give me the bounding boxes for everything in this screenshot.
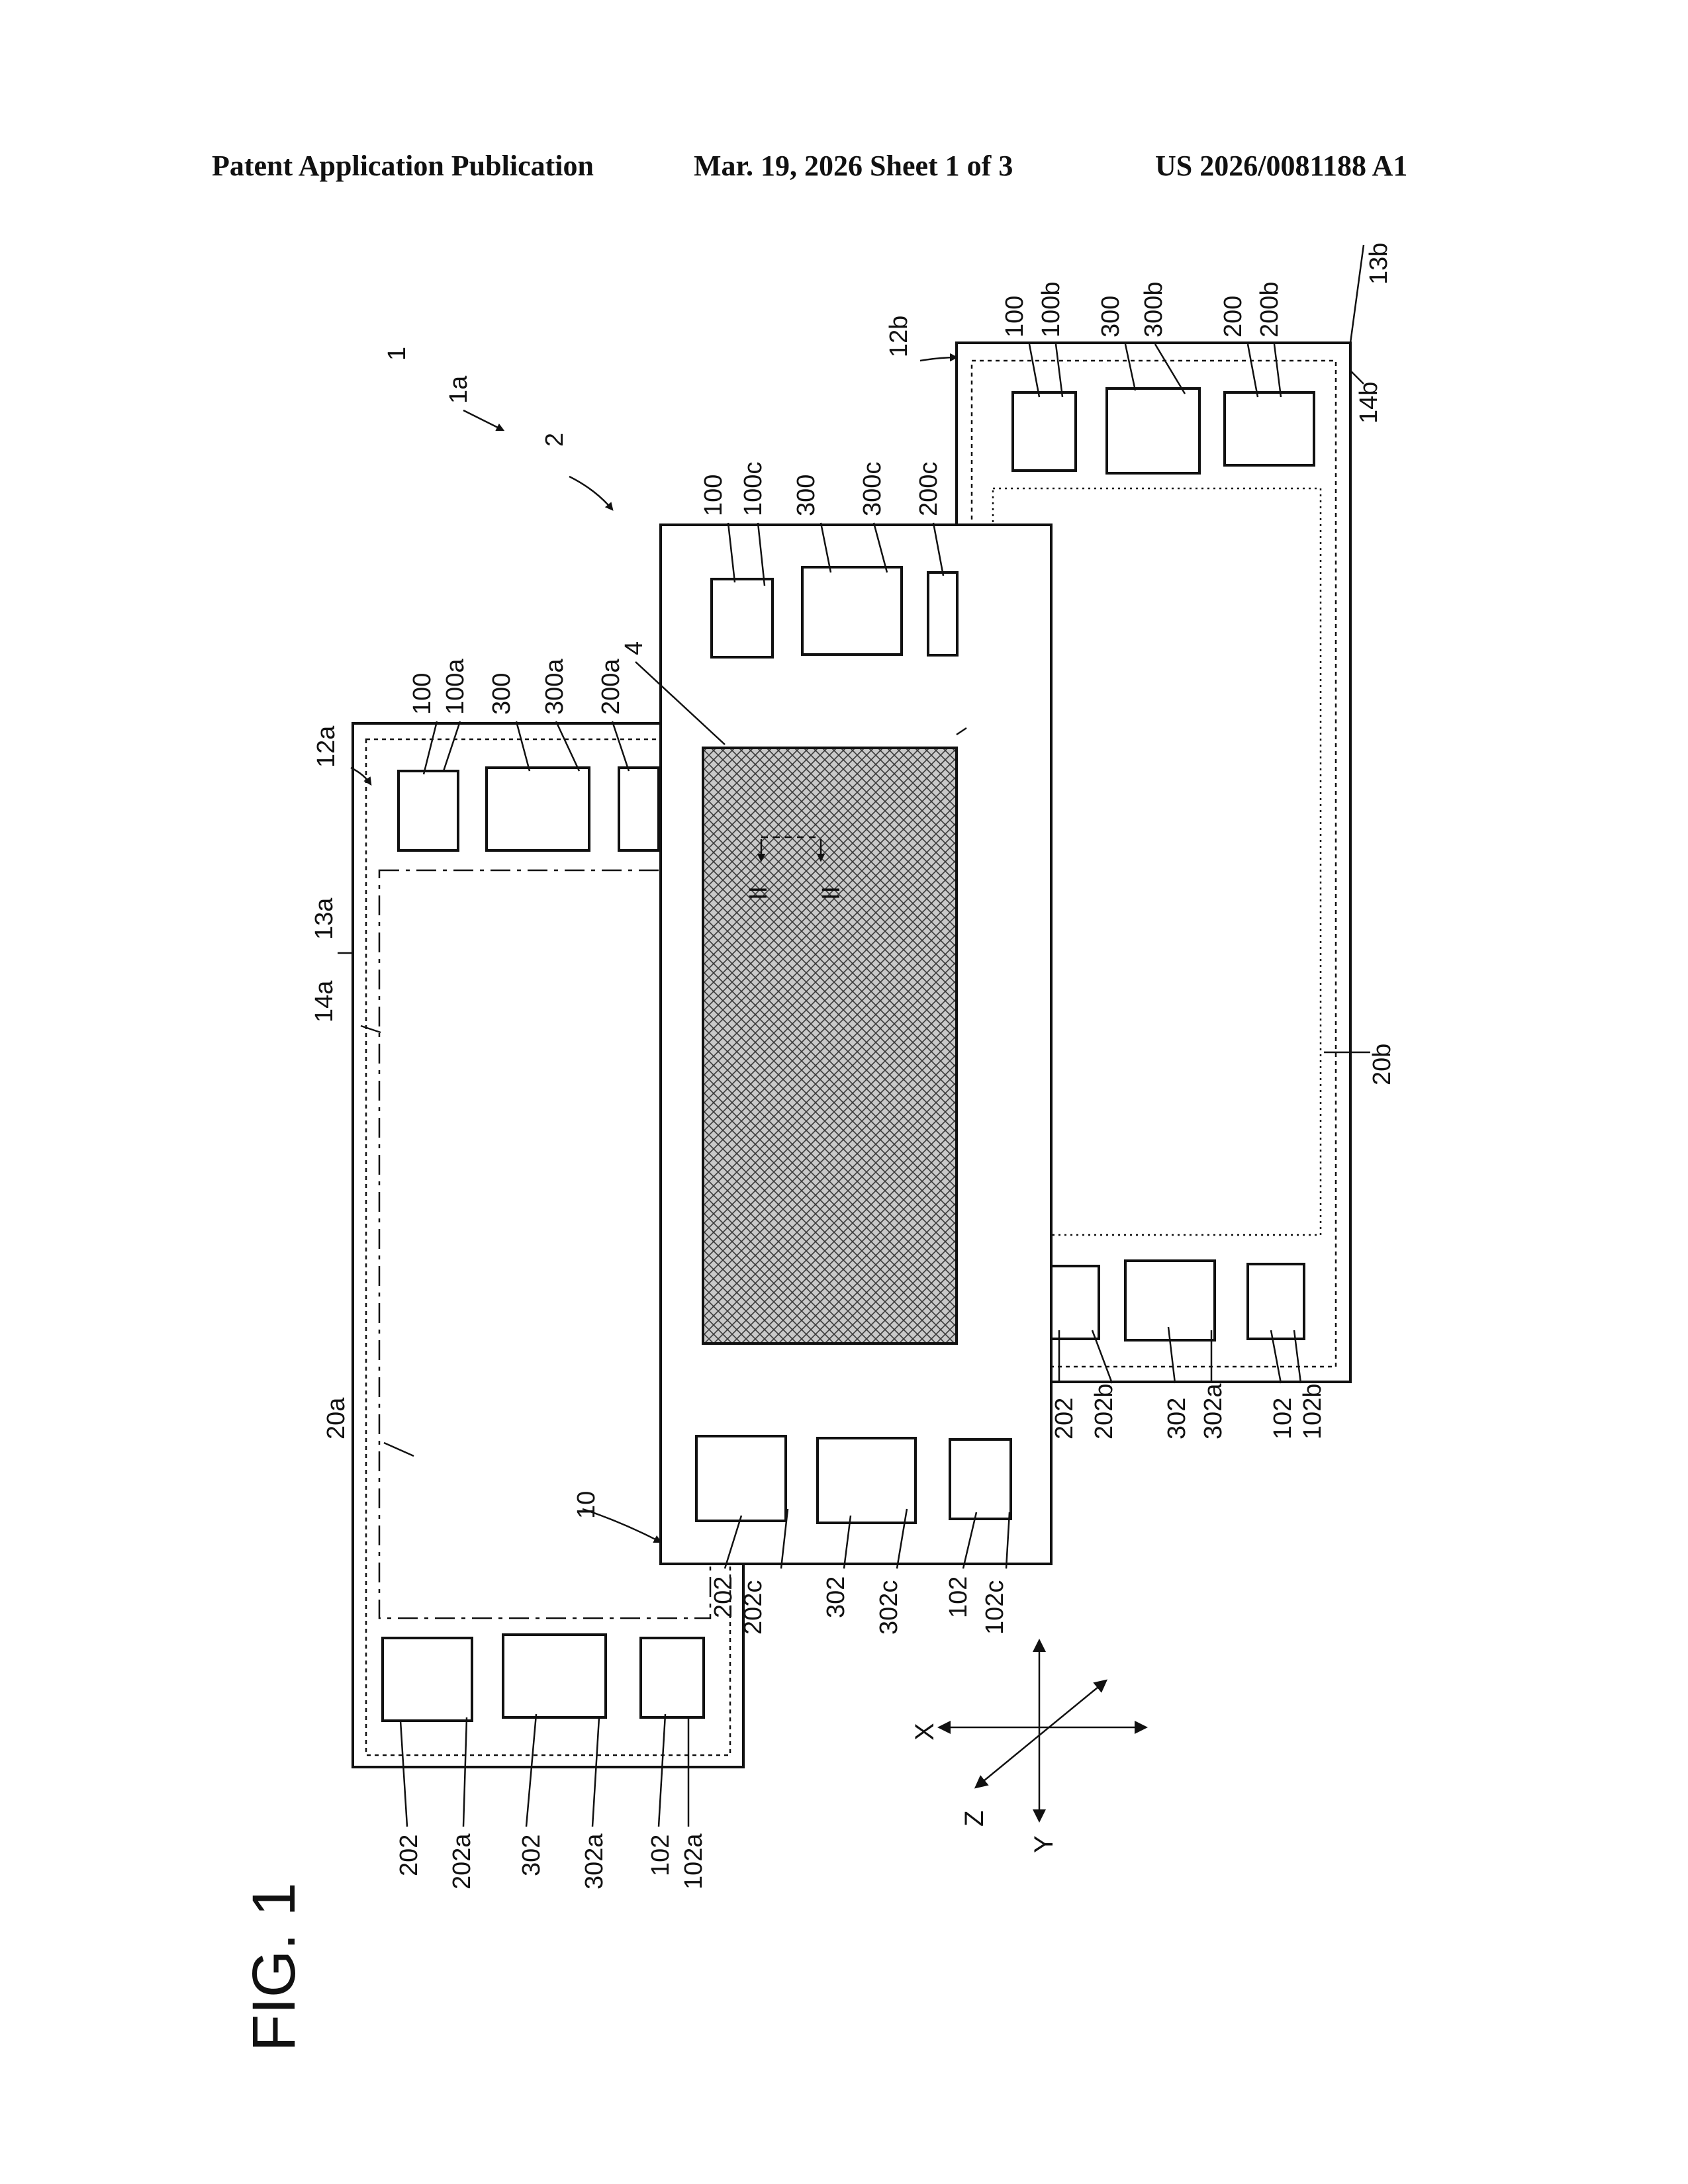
component-100c: [712, 579, 773, 657]
ref-302c: 302c: [875, 1580, 903, 1635]
ref-20a: 20a: [322, 1397, 350, 1439]
section-marker-right: II: [818, 886, 845, 900]
ref-302-mid: 302: [822, 1576, 850, 1618]
ref-202-right: 202: [1051, 1398, 1078, 1439]
axis-label-x: X: [910, 1723, 939, 1741]
axis-label-z: Z: [960, 1811, 989, 1827]
header-date-sheet: Mar. 19, 2026 Sheet 1 of 3: [694, 150, 1013, 182]
ref-14b: 14b: [1355, 382, 1383, 424]
ref-200b: 200b: [1256, 281, 1284, 338]
component-302b: [1125, 1261, 1215, 1340]
ref-102c: 102c: [981, 1580, 1009, 1635]
ref-2: 2: [541, 433, 569, 447]
component-302c: [818, 1438, 915, 1523]
ref-12a: 12a: [312, 725, 340, 768]
ref-12b: 12b: [885, 316, 913, 357]
figure-label: FIG. 1: [240, 1882, 308, 2052]
component-200c: [928, 572, 957, 655]
component-200a: [619, 768, 659, 850]
ref-300a: 300a: [541, 659, 569, 715]
ref-14a: 14a: [310, 980, 338, 1023]
ref-202b: 202b: [1090, 1383, 1118, 1439]
ref-1a: 1a: [445, 375, 473, 404]
ref-100c: 100c: [739, 462, 767, 516]
component-100a: [399, 771, 458, 850]
ref-4: 4: [620, 641, 648, 655]
ref-202-mid: 202: [710, 1576, 737, 1618]
ref-200a: 200a: [597, 659, 625, 715]
ref-300-left: 300: [488, 673, 516, 715]
ref-100-left: 100: [408, 673, 436, 715]
drawing-content: II II X Z Y: [240, 243, 1396, 2052]
ref-13b: 13b: [1365, 243, 1393, 285]
hatched-region-4: [703, 748, 957, 1343]
ref-300-right: 300: [1097, 296, 1125, 338]
component-102c: [950, 1439, 1011, 1519]
ref-1: 1: [383, 347, 411, 361]
component-202c: [696, 1436, 786, 1521]
ref-202a: 202a: [448, 1833, 476, 1889]
ref-102a: 102a: [680, 1833, 708, 1889]
ref-102b: 102b: [1299, 1383, 1327, 1439]
ref-202-left: 202: [395, 1835, 423, 1876]
component-302a: [503, 1635, 606, 1717]
component-202a: [383, 1638, 472, 1721]
ref-200-right: 200: [1219, 296, 1247, 338]
ref-100b: 100b: [1037, 281, 1065, 338]
component-100b: [1013, 392, 1076, 471]
coordinate-axes: X Z Y: [910, 1641, 1145, 1853]
component-300c: [802, 567, 902, 655]
ref-302a-right: 302a: [1199, 1383, 1227, 1439]
component-300a: [487, 768, 589, 850]
ref-102-mid: 102: [945, 1576, 972, 1618]
ref-100-right: 100: [1001, 296, 1029, 338]
header-patent-number: US 2026/0081188 A1: [1155, 150, 1407, 182]
ref-100a: 100a: [442, 659, 469, 715]
ref-300-mid: 300: [792, 475, 820, 516]
ref-102-right: 102: [1269, 1398, 1297, 1439]
ref-13a: 13a: [310, 897, 338, 940]
ref-302-left: 302: [518, 1835, 545, 1876]
ref-200c: 200c: [915, 462, 943, 516]
ref-300b: 300b: [1140, 281, 1168, 338]
ref-302a-left: 302a: [581, 1833, 608, 1889]
middle-substrate: II II: [661, 525, 1051, 1564]
component-102a: [641, 1638, 704, 1717]
ref-10: 10: [573, 1491, 600, 1519]
ref-20b: 20b: [1368, 1044, 1396, 1085]
ref-202c: 202c: [739, 1580, 767, 1635]
ref-302-right: 302: [1163, 1398, 1191, 1439]
ref-300c: 300c: [859, 462, 886, 516]
ref-100-mid: 100: [700, 475, 727, 516]
ref-102-left: 102: [647, 1835, 675, 1876]
component-300b: [1107, 388, 1199, 473]
component-102b: [1248, 1264, 1304, 1339]
component-200b: [1225, 392, 1314, 465]
section-marker-left: II: [745, 886, 773, 900]
header-publication-title: Patent Application Publication: [212, 150, 594, 182]
axis-label-y: Y: [1029, 1835, 1058, 1853]
